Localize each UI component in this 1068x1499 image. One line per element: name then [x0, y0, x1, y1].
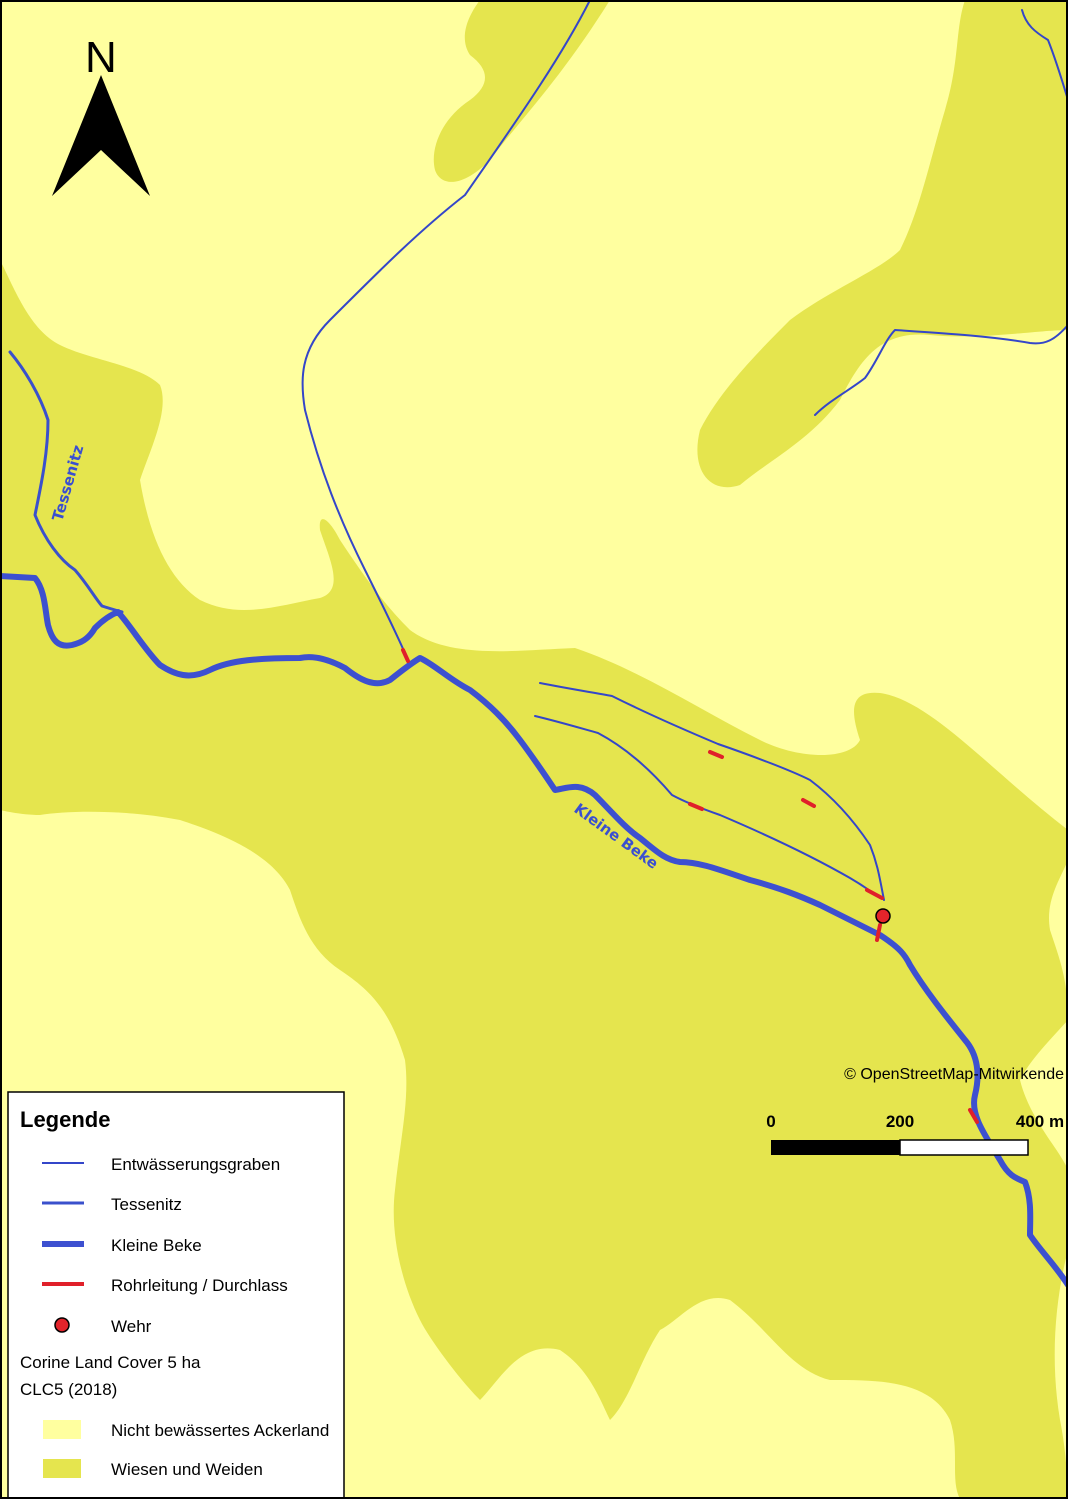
- scale-segment-black: [771, 1140, 900, 1155]
- pipe-segment: [875, 923, 882, 942]
- legend-item-ackerland: Nicht bewässertes Ackerland: [111, 1421, 329, 1440]
- scale-label-200: 200: [886, 1112, 914, 1131]
- pipe-segment: [865, 888, 884, 900]
- north-label: N: [85, 33, 117, 82]
- legend-item-wehr: Wehr: [111, 1317, 152, 1336]
- weir-marker: [875, 908, 891, 924]
- legend-item-graben: Entwässerungsgraben: [111, 1155, 280, 1174]
- ditch-east: [814, 324, 1068, 416]
- legend-clc-heading-1: Corine Land Cover 5 ha: [20, 1353, 201, 1372]
- scale-label-0: 0: [766, 1112, 775, 1131]
- pipe-segment: [688, 802, 704, 811]
- river-tessenitz: [8, 350, 124, 614]
- legend-symbol-wehr: [54, 1317, 70, 1333]
- legend-swatch-ackerland: [43, 1420, 81, 1439]
- legend-title: Legende: [20, 1107, 110, 1132]
- ditch-upper-right: [1021, 9, 1068, 101]
- ditch-valley-north: [539, 682, 885, 901]
- pipe-culvert-group: [401, 648, 979, 1124]
- scale-bar: 0 200 400 m: [766, 1112, 1064, 1156]
- legend-item-wiesen: Wiesen und Weiden: [111, 1460, 263, 1479]
- legend-item-rohr: Rohrleitung / Durchlass: [111, 1276, 288, 1295]
- pipe-segment: [801, 798, 816, 808]
- legend-clc-heading-2: CLC5 (2018): [20, 1380, 117, 1399]
- wiesen-upper-right: [697, 0, 1068, 488]
- attribution: © OpenStreetMap-Mitwirkende: [844, 1066, 1064, 1083]
- legend: Legende Entwässerungsgraben Tessenitz Kl…: [7, 1091, 345, 1499]
- pipe-segment: [708, 750, 724, 759]
- scale-segment-white: [899, 1139, 1029, 1156]
- river-kleine-beke: [0, 573, 1068, 1288]
- legend-item-tessenitz: Tessenitz: [111, 1195, 182, 1214]
- north-arrow-icon: [52, 75, 150, 196]
- pipe-segment: [401, 648, 410, 663]
- ditch-north: [301, 0, 591, 661]
- legend-swatch-wiesen: [43, 1459, 81, 1478]
- wiesen-main-valley: [0, 260, 1068, 1499]
- north-arrow: N: [52, 33, 150, 196]
- pipe-segment: [968, 1108, 979, 1124]
- legend-item-beke: Kleine Beke: [111, 1236, 202, 1255]
- scale-label-400: 400 m: [1016, 1112, 1064, 1131]
